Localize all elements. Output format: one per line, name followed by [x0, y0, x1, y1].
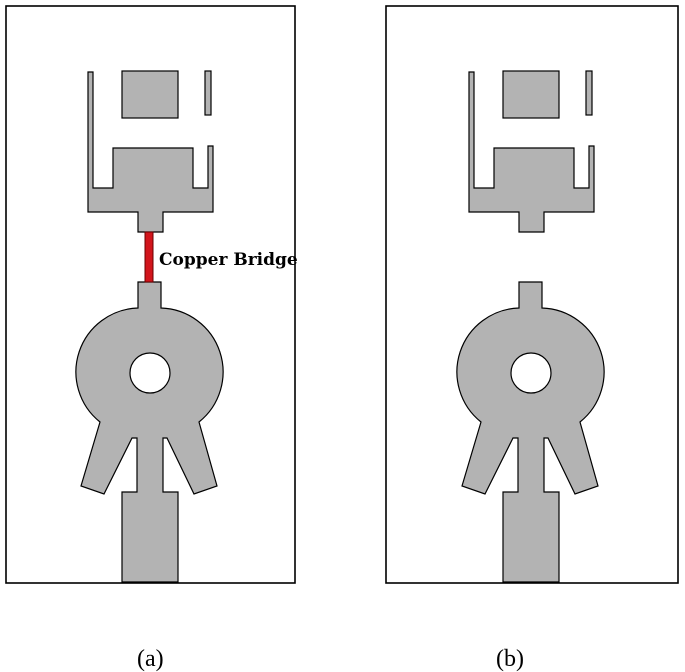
panel-a: Copper Bridge (a) [5, 5, 298, 672]
copper-bridge-label: Copper Bridge [159, 250, 298, 270]
copper-bridge [144, 231, 154, 283]
panel-b: (b) [385, 5, 679, 672]
caption-a: (a) [137, 646, 164, 672]
caption-b: (b) [496, 646, 524, 672]
